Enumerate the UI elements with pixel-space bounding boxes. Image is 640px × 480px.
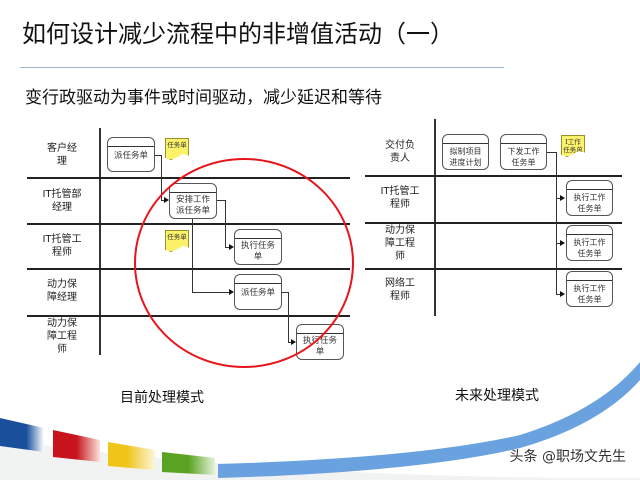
connector <box>192 292 230 293</box>
lane-line <box>27 177 350 179</box>
caption-future-mode: 未来处理模式 <box>455 388 539 404</box>
connector <box>161 155 162 201</box>
connector <box>556 243 561 244</box>
connector <box>192 219 193 292</box>
watermark: 头条 @职场文先生 <box>509 449 626 465</box>
connector <box>217 200 226 201</box>
lane-label-it-dept-manager: IT托管部 经理 <box>42 189 82 213</box>
lane-line <box>365 268 622 270</box>
connector <box>547 152 556 153</box>
lane-line <box>27 268 350 270</box>
process-draft-schedule: 拟制项目 进度计划 <box>442 134 489 170</box>
lane-divider <box>434 119 436 316</box>
arrow-icon <box>229 289 234 295</box>
arrow-icon <box>560 291 565 297</box>
process-arrange-work: 安排工作 派任务单 <box>169 183 217 219</box>
connector <box>161 200 165 201</box>
arrow-icon <box>560 240 565 246</box>
lane-label-it-engineer: IT托管工 程师 <box>42 234 82 258</box>
lane-label-power-engineer: 动力保 障工程 师 <box>47 318 77 355</box>
lane-label-it-engineer: IT托管工 程师 <box>380 186 420 210</box>
process-dispatch-task: 派任务单 <box>107 137 155 172</box>
slide-subtitle: 变行政驱动为事件或时间驱动，减少延迟和等待 <box>25 88 382 108</box>
process-dispatch-task-2: 派任务单 <box>234 274 282 310</box>
lane-line <box>27 315 350 317</box>
arrow-icon <box>229 244 234 250</box>
lane-line <box>365 222 622 224</box>
lane-label-power-manager: 动力保 障经理 <box>47 279 77 303</box>
lane-line <box>27 223 350 225</box>
arrow-icon <box>560 195 565 201</box>
process-execute-task: 执行任务 单 <box>234 229 282 265</box>
lane-label-power-engineer: 动力保 障工程 师 <box>385 225 415 262</box>
process-execute-work-order-network: 执行工作 任务单 <box>566 271 613 307</box>
caption-current-mode: 目前处理模式 <box>120 390 204 406</box>
process-issue-work-order: 下发工作 任务单 <box>500 134 547 170</box>
connector <box>556 152 557 294</box>
lane-line <box>365 175 622 177</box>
lane-label-account-manager: 客户经 理 <box>47 143 77 167</box>
process-execute-work-order-it: 执行工作 任务单 <box>566 180 613 216</box>
connector <box>225 247 230 248</box>
process-execute-task-2: 执行任务 单 <box>296 324 344 360</box>
arrow-icon <box>164 197 169 203</box>
lane-label-delivery-owner: 交付负 责人 <box>385 140 415 164</box>
connector <box>282 292 289 293</box>
process-execute-work-order-power: 执行工作 任务单 <box>566 225 613 261</box>
connector <box>556 294 561 295</box>
connector <box>288 292 289 342</box>
title-rule <box>20 67 504 68</box>
slide-title: 如何设计减少流程中的非增值活动（一） <box>22 20 454 48</box>
lane-divider <box>99 128 101 355</box>
connector <box>225 200 226 247</box>
connector <box>155 155 162 156</box>
connector <box>288 342 292 343</box>
arrow-icon <box>291 339 296 345</box>
connector <box>556 198 561 199</box>
lane-label-network-engineer: 网络工 程师 <box>385 278 415 302</box>
